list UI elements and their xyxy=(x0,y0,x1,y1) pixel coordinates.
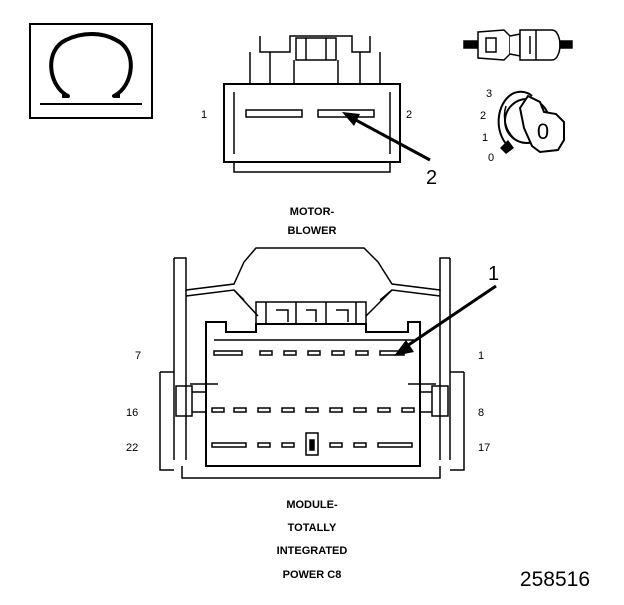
pin-8-label: 8 xyxy=(478,407,484,419)
pin-17-label: 17 xyxy=(478,442,490,454)
terminal-slot xyxy=(329,442,343,448)
terminal-slot xyxy=(353,442,367,448)
terminal-slot xyxy=(233,407,247,413)
motor-blower-connector xyxy=(223,35,401,173)
figure-number: 258516 xyxy=(520,568,590,591)
ohm-symbol-panel xyxy=(29,23,153,119)
terminal-slot xyxy=(377,442,413,448)
terminal-row-2 xyxy=(211,407,415,413)
key-position-3: 3 xyxy=(486,88,492,100)
terminal-row-1 xyxy=(213,350,405,356)
pin-16-label: 16 xyxy=(126,407,138,419)
ignition-key-icon: 0 xyxy=(497,90,565,154)
terminal-slot xyxy=(355,350,369,356)
module-caption-line-1: MODULE- xyxy=(286,499,338,511)
terminal-slot xyxy=(211,407,225,413)
pin-1-label: 1 xyxy=(478,350,484,362)
center-keying-slot xyxy=(305,432,319,456)
callout-2-arrow xyxy=(342,112,431,162)
terminal-slot xyxy=(401,407,415,413)
terminal-slot xyxy=(259,350,273,356)
terminal-slot xyxy=(307,350,321,356)
fuse-plug-icon xyxy=(463,29,573,61)
terminal-slot xyxy=(281,442,295,448)
terminal-slot xyxy=(257,407,271,413)
tipm-c8-connector xyxy=(159,247,465,479)
callout-2-label: 2 xyxy=(426,167,437,189)
key-position-2: 2 xyxy=(480,110,486,122)
motor-caption-line-1: MOTOR- xyxy=(290,206,335,218)
terminal-slot xyxy=(329,407,343,413)
terminal-slot xyxy=(377,407,391,413)
terminal-slot xyxy=(281,407,295,413)
callout-1-arrow xyxy=(394,284,497,356)
terminal-slot xyxy=(353,407,367,413)
terminal-row-3 xyxy=(211,442,413,448)
callout-1-label: 1 xyxy=(488,263,499,285)
pin-22-label: 22 xyxy=(126,442,138,454)
ohm-symbol-icon xyxy=(40,32,142,105)
motor-caption-line-2: BLOWER xyxy=(288,225,337,237)
key-face-label: 0 xyxy=(537,119,549,144)
terminal-slot xyxy=(331,350,345,356)
key-position-0: 0 xyxy=(488,152,494,164)
terminal-slot xyxy=(283,350,297,356)
terminal-slot xyxy=(305,407,319,413)
terminal-slot xyxy=(211,442,247,448)
terminal-slot xyxy=(257,442,271,448)
module-caption-line-2: TOTALLY xyxy=(288,522,337,534)
module-caption-line-4: POWER C8 xyxy=(283,569,342,581)
motor-pin-1-label: 1 xyxy=(201,109,207,121)
terminal-slot xyxy=(213,350,243,356)
motor-pin-2-label: 2 xyxy=(406,109,412,121)
key-position-1: 1 xyxy=(482,132,488,144)
pin-7-label: 7 xyxy=(135,350,141,362)
module-caption-line-3: INTEGRATED xyxy=(277,545,348,557)
